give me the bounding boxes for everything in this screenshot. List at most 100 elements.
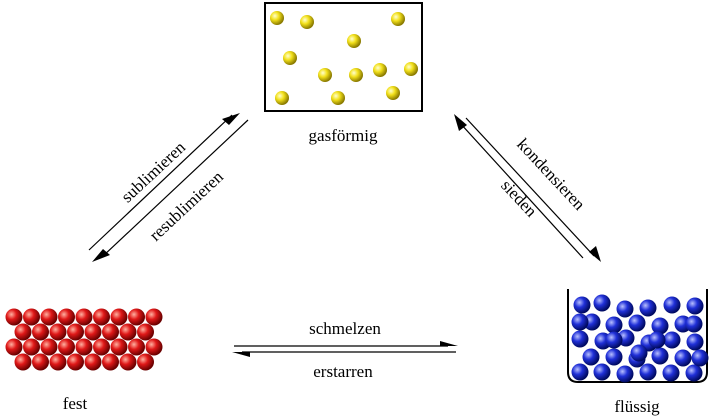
liquid-particle [583, 313, 601, 331]
liquid-particle [639, 363, 657, 381]
gas-state: gasförmig [264, 2, 423, 145]
solid-particle [58, 338, 75, 356]
solid-particles [5, 308, 163, 371]
solid-particle [32, 353, 49, 371]
erstarren-label: erstarren [313, 362, 373, 381]
liquid-particle [685, 315, 703, 333]
solid-particle [137, 323, 154, 341]
liquid-particles [571, 294, 709, 383]
gas-particle [347, 34, 361, 48]
solid-particle [49, 353, 67, 371]
solid-particle [75, 308, 93, 326]
liquid-state: flüssig [567, 289, 709, 416]
liquid-particle [663, 331, 681, 349]
resublimieren-arrow [101, 119, 249, 258]
gas-particle [373, 63, 387, 77]
solid-particle [32, 323, 49, 341]
gas-particle [270, 11, 284, 25]
liquid-particle [616, 300, 634, 318]
solid-particle [49, 323, 67, 341]
liquid-particle [571, 330, 589, 348]
gas-particle [331, 91, 345, 105]
gas-container [264, 2, 423, 112]
solid-particle [93, 338, 110, 356]
gas-particles [270, 11, 418, 105]
solid-particle [5, 308, 23, 326]
liquid-particle [662, 364, 680, 382]
liquid-label: flüssig [614, 397, 660, 416]
solid-particle [84, 323, 102, 341]
sieden-arrowhead [454, 114, 467, 131]
liquid-particle [571, 363, 589, 381]
liquid-particle [593, 294, 611, 312]
liquid-particle [691, 349, 709, 367]
solid-particle [119, 353, 137, 371]
solid-particle [145, 308, 163, 326]
kondensieren-arrowhead [589, 246, 601, 262]
liquid-particle [663, 296, 681, 314]
solid-particle [40, 308, 58, 326]
liquid-particle [686, 297, 704, 315]
liquid-particle [651, 347, 669, 365]
solid-particle [119, 323, 137, 341]
solid-particle [128, 308, 145, 326]
gas-particle [300, 15, 314, 29]
liquid-particle [605, 316, 623, 334]
melting-arrows: schmelzen erstarren [232, 319, 458, 381]
gas-label: gasförmig [309, 126, 378, 145]
solid-particle [67, 323, 84, 341]
liquid-particle [605, 331, 623, 349]
solid-particle [102, 323, 119, 341]
solid-particle [67, 353, 84, 371]
solid-state: fest [5, 308, 163, 413]
gas-particle [349, 68, 363, 82]
solid-particle [5, 338, 23, 356]
solid-particle [75, 338, 93, 356]
liquid-particle [582, 348, 600, 366]
schmelzen-label: schmelzen [309, 319, 381, 338]
gas-particle [318, 68, 332, 82]
solid-particle [102, 353, 119, 371]
liquid-particle [651, 317, 669, 335]
liquid-particle [616, 365, 634, 383]
solid-particle [110, 338, 128, 356]
liquid-particle [648, 331, 666, 349]
solid-particle [58, 308, 75, 326]
solid-particle [14, 353, 32, 371]
liquid-container [567, 289, 708, 383]
solid-label: fest [63, 394, 88, 413]
liquid-particle [628, 314, 646, 332]
schmelzen-arrowhead [440, 341, 458, 346]
sublimieren-arrow [88, 114, 233, 251]
solid-particle [23, 308, 40, 326]
gas-particle [404, 62, 418, 76]
gas-particle [386, 86, 400, 100]
solid-particle [137, 353, 154, 371]
liquid-particle [605, 348, 623, 366]
solid-particle [84, 353, 102, 371]
sieden-label: sieden [497, 176, 541, 221]
sublimieren-label: sublimieren [117, 137, 189, 206]
liquid-particle [686, 333, 704, 351]
erstarren-arrowhead [232, 352, 250, 357]
solid-particle [14, 323, 32, 341]
resublimieren-arrowhead [92, 249, 110, 262]
solid-particle [23, 338, 40, 356]
liquid-particle [685, 364, 703, 382]
liquid-particle [639, 299, 657, 317]
solid-particle [145, 338, 163, 356]
solid-particle [93, 308, 110, 326]
gas-particle [283, 51, 297, 65]
sublimieren-arrowhead [222, 113, 240, 125]
liquid-particle [630, 344, 648, 362]
solid-particle [40, 338, 58, 356]
kondensieren-arrow [465, 117, 595, 257]
solid-particle [128, 338, 145, 356]
gas-particle [275, 91, 289, 105]
solid-particle [110, 308, 128, 326]
gas-particle [391, 12, 405, 26]
sublimation-arrows: sublimieren resublimieren [88, 113, 249, 262]
liquid-particle [674, 349, 692, 367]
liquid-particle [571, 313, 589, 331]
